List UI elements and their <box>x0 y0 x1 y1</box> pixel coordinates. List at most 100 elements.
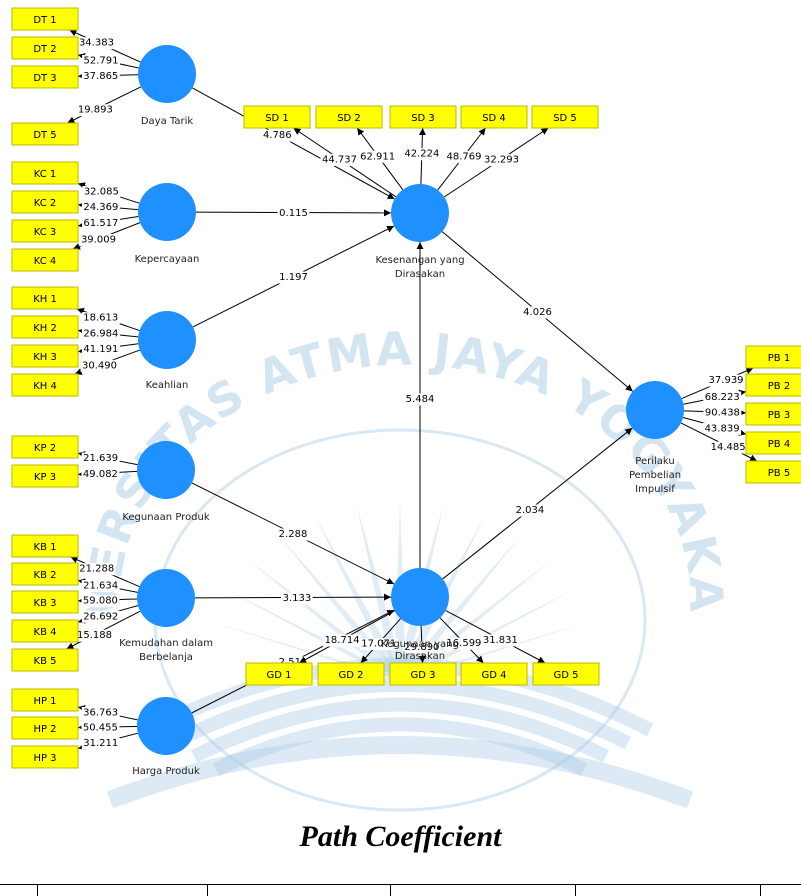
indicator-label-hp3: HP 3 <box>33 753 56 764</box>
outer-loading-kc3: 61.517 <box>83 218 118 229</box>
outer-loading-kb4-bg <box>81 610 120 623</box>
path-coefficient-sd-pb: 4.026 <box>523 307 552 318</box>
outer-loading-pb5-group: 14.485 <box>709 441 748 454</box>
outer-loading-gd5: 31.831 <box>483 635 518 646</box>
latent-circle-dt <box>138 45 196 103</box>
outer-loading-gd1: 18.714 <box>325 635 360 646</box>
indicator-box-sd3 <box>389 105 457 129</box>
outer-loading-pb2-bg <box>703 391 742 404</box>
outer-loading-gd4-bg <box>444 637 483 650</box>
outer-loading-sd5-group: 32.293 <box>482 154 521 167</box>
indicator-label-dt1: DT 1 <box>33 15 56 26</box>
outer-loading-hp3-bg <box>81 737 120 750</box>
outer-loading-gd4-group: 16.599 <box>444 637 483 650</box>
outer-loading-hp2-bg <box>81 722 120 735</box>
outer-loading-kh2: 26.984 <box>83 328 118 339</box>
latent-label-kc: Kepercayaan <box>135 254 200 265</box>
indicator-box-kb3 <box>11 590 79 614</box>
outer-loading-sd4: 48.769 <box>447 151 482 162</box>
indicator-label-kh1: KH 1 <box>33 294 57 305</box>
outer-loading-kp2: 21.639 <box>83 453 118 464</box>
indicator-label-kb3: KB 3 <box>34 598 57 609</box>
path-coefficient-kc-sd-bg <box>277 207 310 220</box>
indicator-box-gd3 <box>389 662 457 686</box>
outer-loading-gd1-group: 18.714 <box>323 634 362 647</box>
indicator-label-gd5: GD 5 <box>554 670 579 681</box>
indicator-box-pb4 <box>745 431 801 455</box>
indicator-box-gd1 <box>245 662 313 686</box>
latent-label-kp: Kegunaan Produk <box>122 512 210 523</box>
path-coefficient-kp-gd-group: 2.288 <box>277 528 309 541</box>
path-coefficient-kb-gd: 3.133 <box>283 593 312 604</box>
path-coefficient-dt-sd: 4.786 <box>263 130 292 141</box>
path-coefficient-gd-sd-group: 5.484 <box>404 393 436 406</box>
indicator-label-sd4: SD 4 <box>482 113 506 124</box>
indicator-label-dt2: DT 2 <box>33 44 56 55</box>
outer-loading-kh2-bg <box>81 327 120 340</box>
outer-loading-dt1-bg <box>77 37 116 50</box>
outer-loading-hp1: 36.763 <box>83 707 118 718</box>
outer-loading-kh4-bg <box>80 359 119 372</box>
indicator-box-dt1 <box>11 7 79 31</box>
path-coefficient-gd-pb: 2.034 <box>516 505 545 516</box>
latent-circle-kp <box>137 441 195 499</box>
indicator-label-pb3: PB 3 <box>768 410 790 421</box>
latent-label-kb: Kemudahan dalam <box>119 638 213 649</box>
latent-circle-hp <box>137 697 195 755</box>
outer-loading-kc2-group: 24.369 <box>81 201 120 214</box>
outer-loading-kc1-bg <box>82 186 121 199</box>
outer-loading-kb2: 21.634 <box>83 581 118 592</box>
indicator-label-gd1: GD 1 <box>267 670 292 681</box>
latent-circle-kh <box>138 311 196 369</box>
outer-loading-kb1-group: 21.288 <box>77 563 116 576</box>
indicator-label-kc4: KC 4 <box>34 256 57 267</box>
outer-loading-dt3-group: 37.865 <box>81 70 120 83</box>
outer-loading-kh3-bg <box>81 343 120 356</box>
indicator-label-sd1: SD 1 <box>265 113 289 124</box>
outer-loading-gd3: 29.890 <box>404 642 439 653</box>
outer-loading-gd5-bg <box>481 634 520 647</box>
outer-loading-pb4-bg <box>703 422 742 435</box>
outer-loading-kc2: 24.369 <box>83 202 118 213</box>
indicator-box-hp1 <box>11 688 79 712</box>
table-column-divider <box>575 884 576 896</box>
indicator-box-kp3 <box>11 464 79 488</box>
outer-loading-sd2-bg <box>358 150 397 163</box>
outer-loading-pb4-group: 43.839 <box>703 422 742 435</box>
outer-loading-sd2-group: 62.911 <box>358 150 397 163</box>
outer-loading-hp1-bg <box>81 706 120 719</box>
table-column-divider <box>390 884 391 896</box>
indicator-label-sd3: SD 3 <box>411 113 435 124</box>
outer-loading-dt5-group: 19.893 <box>76 104 115 117</box>
latent-label-gd: Dirasakan <box>395 651 445 662</box>
path-coefficient-kc-sd: 0.115 <box>279 208 308 219</box>
indicator-box-kc4 <box>11 248 79 272</box>
outer-loading-kc4-group: 39.009 <box>79 233 118 246</box>
outer-loading-sd1: 44.737 <box>322 154 357 165</box>
outer-loading-kb1: 21.288 <box>79 564 114 575</box>
latent-label-sd: Kesenangan yang <box>375 255 464 266</box>
indicator-box-gd5 <box>532 662 600 686</box>
outer-loading-dt2-bg <box>82 54 121 67</box>
outer-loading-kb5: 15.188 <box>77 630 112 641</box>
table-top-rule <box>0 884 801 885</box>
outer-loading-gd3-group: 29.890 <box>402 641 441 654</box>
indicator-label-sd2: SD 2 <box>337 113 361 124</box>
outer-loading-hp2: 50.455 <box>83 723 118 734</box>
outer-loading-sd3-bg <box>402 148 441 161</box>
outer-loading-kh2-group: 26.984 <box>81 327 120 340</box>
outer-loading-kc4: 39.009 <box>81 234 116 245</box>
outer-loading-kb3: 59.080 <box>83 596 118 607</box>
path-coefficient-gd-sd: 5.484 <box>406 394 435 405</box>
indicator-label-kc2: KC 2 <box>34 198 57 209</box>
indicator-label-pb1: PB 1 <box>768 353 790 364</box>
indicator-label-kp2: KP 2 <box>34 443 56 454</box>
outer-loading-dt3: 37.865 <box>83 71 118 82</box>
indicator-label-kb1: KB 1 <box>34 542 57 553</box>
indicator-label-dt5: DT 5 <box>33 130 56 141</box>
outer-loading-dt5-bg <box>76 104 115 117</box>
outer-loading-sd4-bg <box>445 150 484 163</box>
outer-loading-pb3: 90.438 <box>705 408 740 419</box>
outer-loading-pb1-bg <box>707 374 746 387</box>
